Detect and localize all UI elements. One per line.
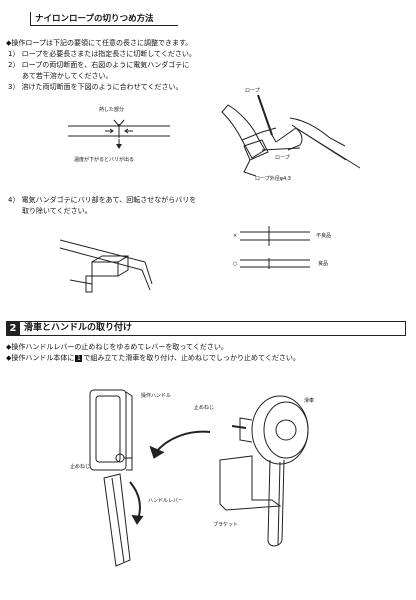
- section1-intro: ◆操作ロープは下記の要領にて任意の長さに調整できます。: [6, 39, 193, 47]
- step-1: 1） ロープを必要長さまたは指定長さに切断してください。: [8, 50, 196, 58]
- good-label: 良品: [318, 261, 329, 267]
- rope-join-diagram: [68, 119, 170, 149]
- good-bad-diagram: [240, 226, 310, 269]
- melted-part-label: 熱した部分: [99, 107, 125, 113]
- burr-removal-illustration: [59, 239, 153, 293]
- rope-label-top: ロープ: [245, 88, 260, 94]
- rope-label-bottom: ロープ: [275, 155, 290, 161]
- set-screw-left-label: 止めねじ: [70, 464, 91, 470]
- step-4: 4） 電気ハンダゴテにバリ部をあて、回転させながらバリを: [8, 196, 197, 204]
- step-ref-badge: 1: [75, 354, 83, 362]
- bracket: [219, 455, 282, 511]
- good-mark: ○: [233, 261, 238, 267]
- section2-title: 滑車とハンドルの取り付け: [24, 323, 133, 333]
- section1-title: ナイロンロープの切りつめ方法: [30, 12, 178, 26]
- bullet-2-part-2: で組み立てた滑車を取り付け、止めねじでしっかり止めてください。: [83, 354, 300, 362]
- soldering-illustration: [221, 94, 361, 177]
- step-3: 3） 溶けた両切断面を下図のように合わせてください。: [8, 83, 183, 91]
- bad-label: 不良品: [316, 233, 332, 239]
- bracket-label: ブラケット: [213, 522, 239, 528]
- section2-number: 2: [6, 321, 20, 336]
- step-2: 2） ロープの両切断面を、右図のように電気ハンダゴテに: [8, 61, 190, 69]
- section2-bullet-1: ◆操作ハンドルレバーの止めねじをゆるめてレバーを取ってください。: [6, 343, 228, 351]
- pulley-label: 滑車: [304, 398, 315, 404]
- handle-lever-label: ハンドルレバー: [148, 498, 184, 504]
- handle-lever: [103, 473, 131, 567]
- burr-note-label: 温度が下がるとバリが出る: [74, 157, 135, 163]
- bullet-2-part-1: ◆操作ハンドル本体に: [6, 354, 75, 362]
- step-4-cont: 取り除いてください。: [22, 207, 92, 215]
- handle-label: 操作ハンドル: [141, 393, 172, 399]
- step-2-cont: あて若干溶かしてください。: [22, 72, 113, 80]
- set-screw-right-label: 止めねじ: [194, 405, 215, 411]
- handle-body: [89, 389, 127, 471]
- pulley: [251, 395, 309, 465]
- bad-mark: ×: [233, 233, 238, 239]
- rope-diameter-label: ロープ外径φ4.3: [255, 176, 291, 182]
